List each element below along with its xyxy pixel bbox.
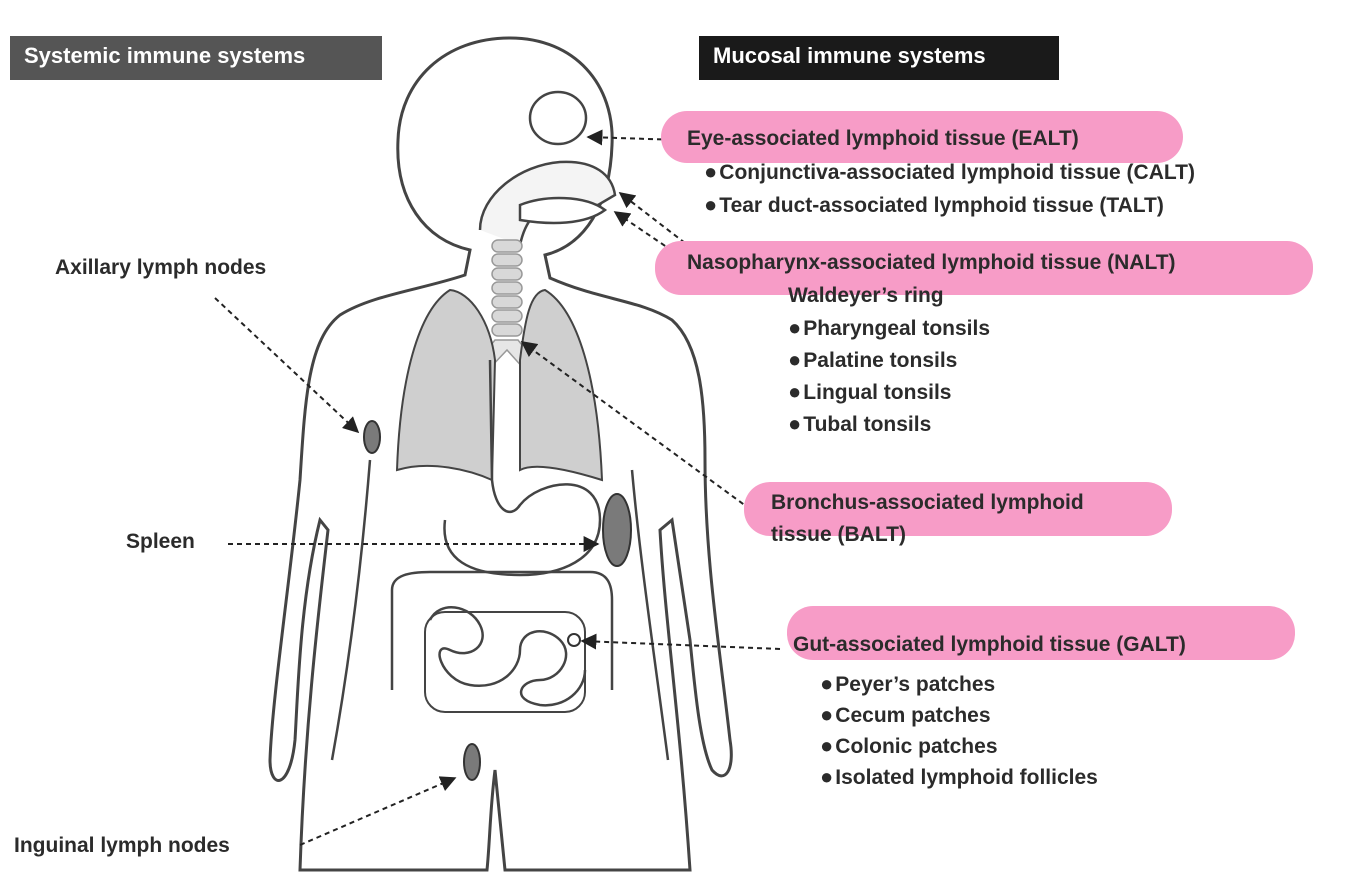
nalt-title: Nasopharynx-associated lymphoid tissue (… bbox=[687, 251, 1176, 274]
ealt-title: Eye-associated lymphoid tissue (EALT) bbox=[687, 127, 1079, 150]
nalt-item-lingual: Lingual tonsils bbox=[788, 376, 951, 409]
galt-item-isolated: Isolated lymphoid follicles bbox=[820, 761, 1098, 794]
ealt-item-calt: Conjunctiva-associated lymphoid tissue (… bbox=[704, 156, 1195, 189]
nalt-item-palatine: Palatine tonsils bbox=[788, 344, 957, 377]
galt-item-cecum: Cecum patches bbox=[820, 699, 990, 732]
small-intestine bbox=[428, 606, 587, 707]
eye-shape bbox=[528, 90, 588, 146]
left-arm-inner bbox=[330, 459, 372, 761]
galt-arrow bbox=[580, 633, 781, 650]
large-intestine bbox=[390, 570, 614, 690]
nalt-item-pharyngeal: Pharyngeal tonsils bbox=[788, 312, 990, 345]
galt-title: Gut-associated lymphoid tissue (GALT) bbox=[793, 633, 1186, 656]
ealt-highlight bbox=[661, 111, 1183, 163]
axillary-label: Axillary lymph nodes bbox=[55, 256, 267, 279]
balt-highlight bbox=[744, 482, 1172, 536]
galt-item-colonic: Colonic patches bbox=[820, 730, 997, 763]
inguinal-arrow bbox=[299, 776, 457, 846]
left-lung bbox=[395, 288, 497, 482]
nalt-item-tubal: Tubal tonsils bbox=[788, 408, 931, 441]
ealt-arrow bbox=[586, 129, 681, 146]
intestine-region bbox=[424, 611, 586, 713]
oral-cavity bbox=[518, 196, 608, 225]
balt-title-line1: Bronchus-associated lymphoid bbox=[771, 491, 1084, 514]
systemic-header: Systemic immune systems bbox=[10, 36, 382, 80]
body-outline bbox=[268, 36, 733, 872]
esophagus-stomach bbox=[443, 359, 602, 577]
spleen-organ bbox=[602, 493, 632, 567]
spleen-label: Spleen bbox=[126, 530, 195, 553]
axillary-node bbox=[363, 420, 381, 454]
galt-item-peyers: Peyer’s patches bbox=[820, 668, 995, 701]
waldeyer-heading: Waldeyer’s ring bbox=[788, 284, 944, 307]
axillary-arrow bbox=[214, 297, 360, 434]
galt-highlight bbox=[787, 606, 1295, 660]
mucosal-header: Mucosal immune systems bbox=[699, 36, 1059, 80]
galt-patch bbox=[567, 633, 581, 647]
inguinal-node bbox=[463, 743, 481, 781]
ealt-item-talt: Tear duct-associated lymphoid tissue (TA… bbox=[704, 189, 1164, 222]
nalt-arrow-1 bbox=[618, 192, 686, 244]
inguinal-label: Inguinal lymph nodes bbox=[14, 834, 230, 857]
nalt-highlight bbox=[655, 241, 1313, 295]
right-lung bbox=[519, 288, 604, 482]
right-arm-inner bbox=[630, 469, 670, 761]
balt-title-line2: tissue (BALT) bbox=[771, 523, 906, 546]
